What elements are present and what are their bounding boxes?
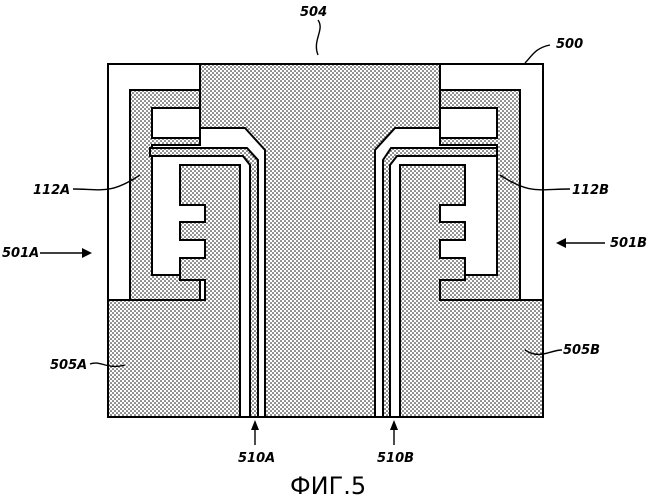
label-112b: 112B bbox=[572, 183, 609, 198]
label-510a: 510A bbox=[238, 451, 275, 466]
label-500: 500 bbox=[556, 37, 583, 52]
figure-caption: ФИГ.5 bbox=[290, 472, 366, 500]
leader-500 bbox=[525, 45, 550, 63]
label-505b: 505B bbox=[563, 343, 600, 358]
arrowhead-501a bbox=[82, 248, 92, 258]
label-501a: 501A bbox=[2, 246, 39, 261]
label-510b: 510B bbox=[377, 451, 414, 466]
leader-504 bbox=[316, 20, 320, 55]
antenna-112b-inner bbox=[440, 108, 497, 138]
antenna-112a-inner bbox=[152, 108, 200, 138]
arrowhead-501b bbox=[556, 238, 566, 248]
label-504: 504 bbox=[300, 5, 327, 20]
label-505a: 505A bbox=[50, 358, 87, 373]
label-112a: 112A bbox=[33, 183, 70, 198]
arrowhead-510a bbox=[251, 420, 259, 430]
arrowhead-510b bbox=[390, 420, 398, 430]
label-501b: 501B bbox=[610, 236, 647, 251]
